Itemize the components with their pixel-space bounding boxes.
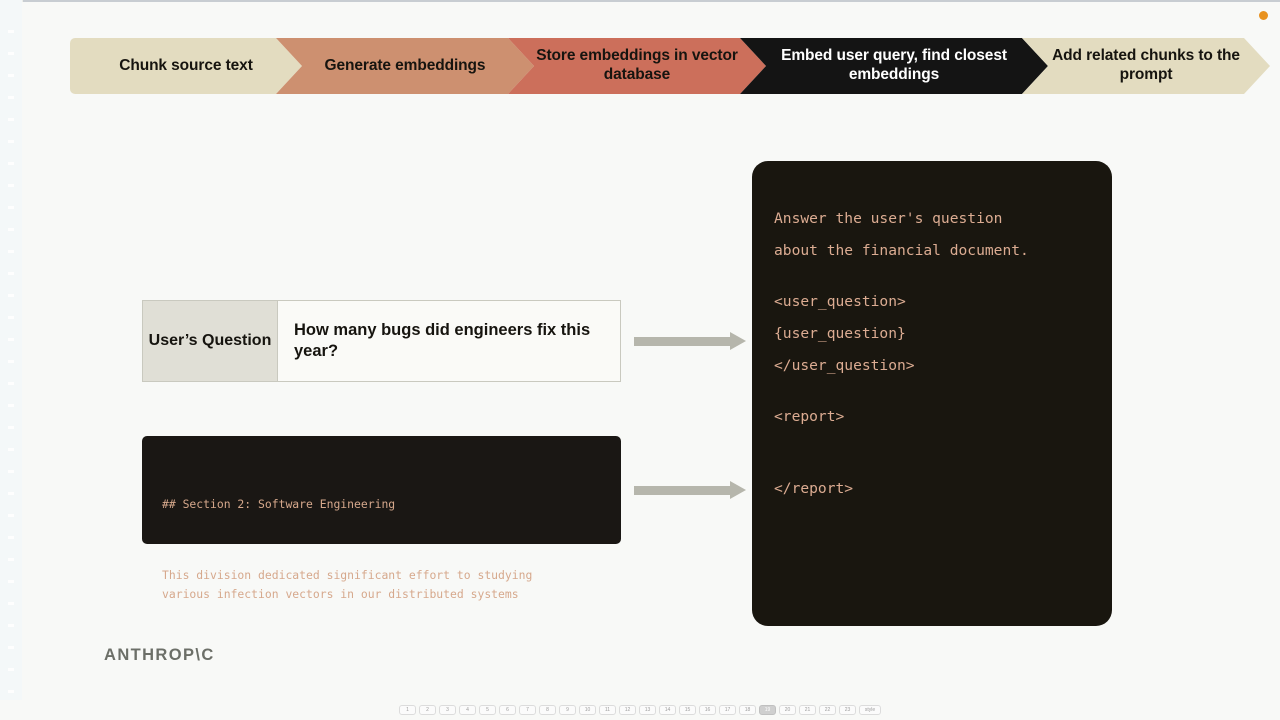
slide-nav-pill-5[interactable]: 5 — [479, 705, 496, 715]
prompt-blank-line — [774, 433, 1112, 453]
process-step-generate-embeddings[interactable]: Generate embeddings — [276, 38, 534, 94]
prompt-line: </user_question> — [774, 356, 915, 374]
slide-nav-pill-2[interactable]: 2 — [419, 705, 436, 715]
ruler-tick — [8, 118, 14, 121]
window-top-border — [0, 0, 1280, 2]
anthropic-wordmark: ANTHROP\C — [104, 646, 215, 664]
ruler-tick — [8, 580, 14, 583]
slide-nav-pill-9[interactable]: 9 — [559, 705, 576, 715]
process-step-bar: Chunk source text Generate embeddings St… — [70, 38, 1270, 94]
ruler-tick — [8, 492, 14, 495]
arrow-head — [730, 481, 746, 499]
arrow-shaft — [634, 337, 730, 346]
slide-nav-pill-14[interactable]: 14 — [659, 705, 676, 715]
slide-nav-pill-8[interactable]: 8 — [539, 705, 556, 715]
ruler-tick — [8, 646, 14, 649]
process-step-label: Add related chunks to the prompt — [1052, 47, 1240, 83]
ruler-tick — [8, 96, 14, 99]
ruler-tick — [8, 602, 14, 605]
process-step-label: Generate embeddings — [324, 56, 486, 74]
ruler-tick — [8, 426, 14, 429]
ruler-tick — [8, 404, 14, 407]
notification-dot-icon — [1259, 11, 1268, 20]
ruler-tick — [8, 250, 14, 253]
slide-nav-pill-15[interactable]: 15 — [679, 705, 696, 715]
ruler-tick — [8, 514, 14, 517]
arrow-head — [730, 332, 746, 350]
prompt-line: about the financial document. — [774, 241, 1029, 259]
ruler-tick — [8, 536, 14, 539]
ruler-tick — [8, 294, 14, 297]
ruler-tick — [8, 140, 14, 143]
ruler-tick — [8, 690, 14, 693]
ruler-tick — [8, 448, 14, 451]
ruler-tick — [8, 360, 14, 363]
process-step-add-related-chunks[interactable]: Add related chunks to the prompt — [1022, 38, 1270, 94]
ruler-tick — [8, 184, 14, 187]
assembled-prompt-panel: Answer the user's question about the fina… — [752, 161, 1112, 626]
arrow-shaft — [634, 486, 730, 495]
ruler-tick — [8, 558, 14, 561]
user-question-value: How many bugs did engineers fix this yea… — [294, 320, 591, 360]
ruler-tick — [8, 668, 14, 671]
ruler-tick — [8, 338, 14, 341]
ruler-tick — [8, 162, 14, 165]
slide-nav-pill-13[interactable]: 13 — [639, 705, 656, 715]
slide-nav-pill-10[interactable]: 10 — [579, 705, 596, 715]
ruler-tick — [8, 228, 14, 231]
slide-canvas: Chunk source text Generate embeddings St… — [22, 2, 1280, 700]
slide-nav-pill-6[interactable]: 6 — [499, 705, 516, 715]
process-step-chunk-source-text[interactable]: Chunk source text — [70, 38, 302, 94]
user-question-table: User’s Question How many bugs did engine… — [142, 300, 621, 382]
ruler-tick — [8, 470, 14, 473]
prompt-line: {user_question} — [774, 324, 906, 342]
slide-nav-pill-21[interactable]: 21 — [799, 705, 816, 715]
process-step-label: Chunk source text — [119, 56, 253, 74]
prompt-blank-line — [774, 381, 1112, 401]
slide-nav-pill-16[interactable]: 16 — [699, 705, 716, 715]
process-step-store-embeddings[interactable]: Store embeddings in vector database — [508, 38, 766, 94]
user-question-label: User’s Question — [143, 301, 278, 381]
arrow-right-icon-chunk — [634, 481, 746, 499]
slide-nav-pill-19[interactable]: 19 — [759, 705, 776, 715]
process-step-label: Store embeddings in vector database — [536, 47, 738, 83]
ruler-tick — [8, 382, 14, 385]
prompt-blank-line — [774, 266, 1112, 286]
left-edge-ruler-strip — [0, 0, 23, 720]
process-step-label: Embed user query, find closest embedding… — [781, 47, 1007, 83]
slide-nav-pill-18[interactable]: 18 — [739, 705, 756, 715]
chunk-heading-line: ## Section 2: Software Engineering — [162, 496, 396, 511]
slide-nav-pill-4[interactable]: 4 — [459, 705, 476, 715]
ruler-tick — [8, 206, 14, 209]
ruler-tick — [8, 316, 14, 319]
process-step-embed-user-query[interactable]: Embed user query, find closest embedding… — [740, 38, 1048, 94]
ruler-tick — [8, 74, 14, 77]
slide-nav-pill-3[interactable]: 3 — [439, 705, 456, 715]
prompt-line: </report> — [774, 479, 854, 497]
prompt-line: <report> — [774, 408, 845, 426]
prompt-blank-line — [774, 453, 1112, 473]
slide-nav-pill-1[interactable]: 1 — [399, 705, 416, 715]
slide-nav-pill-11[interactable]: 11 — [599, 705, 616, 715]
slide-nav-pill-style[interactable]: style — [859, 705, 881, 715]
ruler-tick — [8, 624, 14, 627]
chunk-body-text: This division dedicated significant effo… — [162, 568, 533, 601]
retrieved-chunk-code-block: ## Section 2: Software Engineering This … — [142, 436, 621, 601]
slide-nav-pill-20[interactable]: 20 — [779, 705, 796, 715]
arrow-right-icon-question — [634, 332, 746, 350]
prompt-line: <user_question> — [774, 293, 906, 311]
slide-nav-pill-17[interactable]: 17 — [719, 705, 736, 715]
slide-nav-pill-22[interactable]: 22 — [819, 705, 836, 715]
ruler-tick — [8, 272, 14, 275]
ruler-tick — [8, 30, 14, 33]
ruler-tick — [8, 52, 14, 55]
slide-nav-pill-12[interactable]: 12 — [619, 705, 636, 715]
slide-nav-pill-23[interactable]: 23 — [839, 705, 856, 715]
prompt-line: Answer the user's question — [774, 210, 1003, 227]
slide-nav-pill-7[interactable]: 7 — [519, 705, 536, 715]
